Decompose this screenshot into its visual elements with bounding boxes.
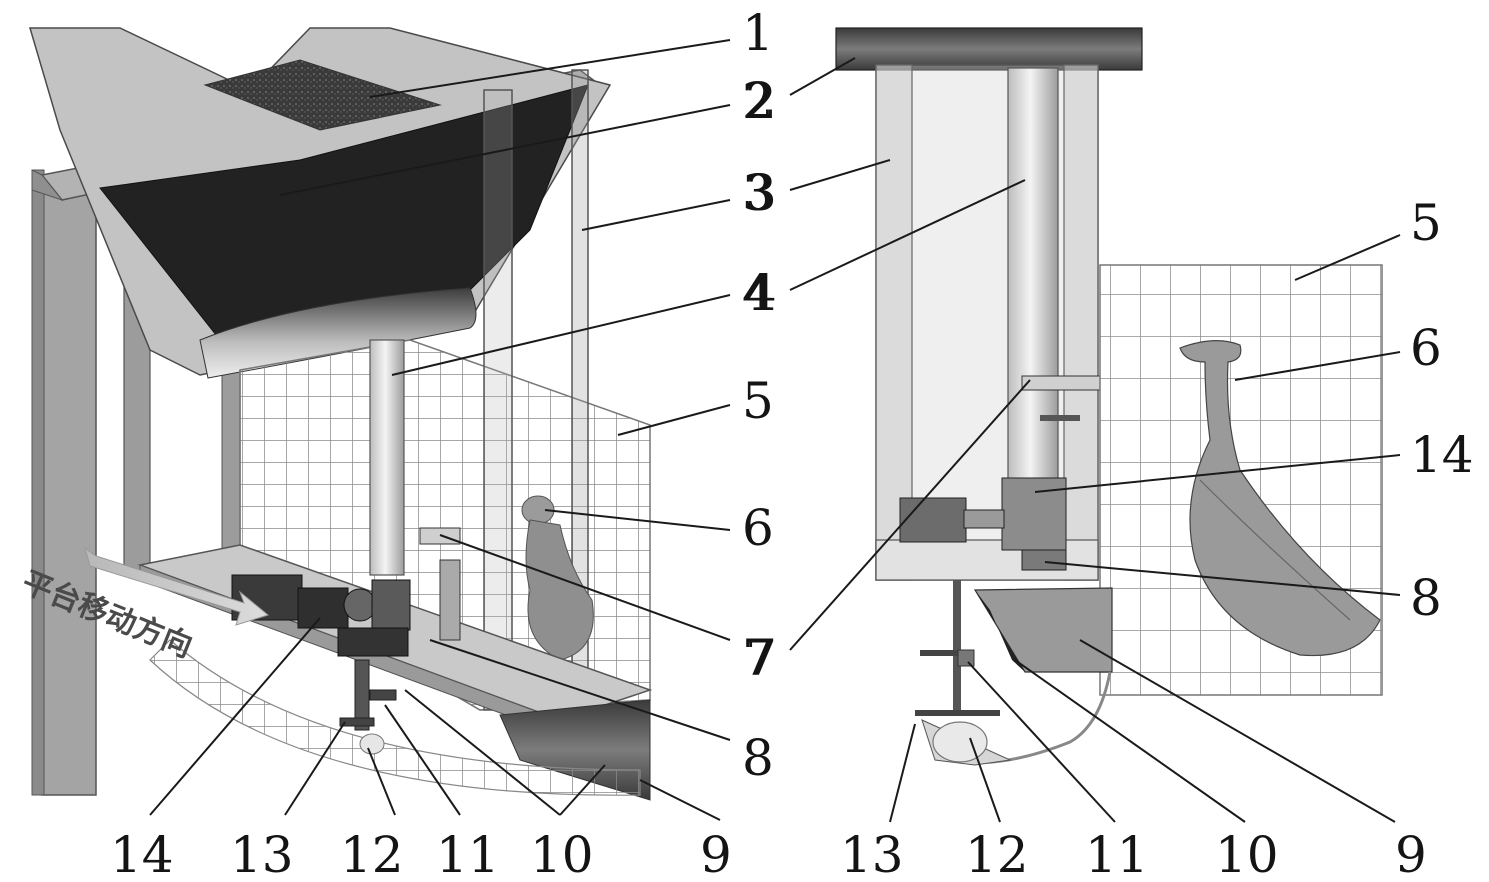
label-11-right: 11 [1085,826,1149,882]
label-8: 8 [742,729,774,787]
label-9-right: 9 [1395,826,1427,882]
label-4: 4 [742,264,774,322]
right-labels: 2 3 4 5 6 14 7 8 9 10 11 12 13 [745,72,1474,882]
label-5: 5 [742,372,774,430]
label-1: 1 [742,4,774,62]
label-14-right: 14 [1410,426,1474,484]
label-5-right: 5 [1410,194,1442,252]
label-6-right: 6 [1410,319,1442,377]
label-3-right: 3 [745,164,777,222]
right-view [835,27,1383,766]
egg-right [932,721,988,763]
label-7-right: 7 [745,629,777,687]
guide-rails [483,69,589,711]
gripper-left [339,659,397,731]
machine-frame [875,64,1099,581]
label-13: 13 [230,826,294,882]
goose-right [1179,340,1381,657]
label-11: 11 [436,826,500,882]
left-view: 平台移动方向 [17,27,653,801]
label-7: 7 [742,629,774,687]
label-12: 12 [340,826,404,882]
motor-right [899,375,1101,571]
label-6: 6 [742,499,774,557]
goose-left [521,495,594,661]
label-2: 2 [742,72,774,130]
feed-pipe-right [1007,67,1059,489]
egg-left [359,733,385,755]
label-13-right: 13 [840,826,904,882]
label-10-right: 10 [1215,826,1279,882]
feed-hopper [28,27,612,379]
label-2-right: 2 [745,72,777,130]
label-9: 9 [700,826,732,882]
top-beam [835,27,1143,71]
label-4-right: 4 [745,264,777,322]
leader-lines [149,39,1401,823]
label-8-right: 8 [1410,569,1442,627]
drive-motor [231,527,461,657]
label-12-right: 12 [965,826,1029,882]
label-10: 10 [530,826,594,882]
left-labels: 1 2 3 4 5 6 7 8 9 10 11 12 13 14 [110,4,774,882]
label-14: 14 [110,826,174,882]
label-3: 3 [742,164,774,222]
feed-pipe [369,339,405,576]
